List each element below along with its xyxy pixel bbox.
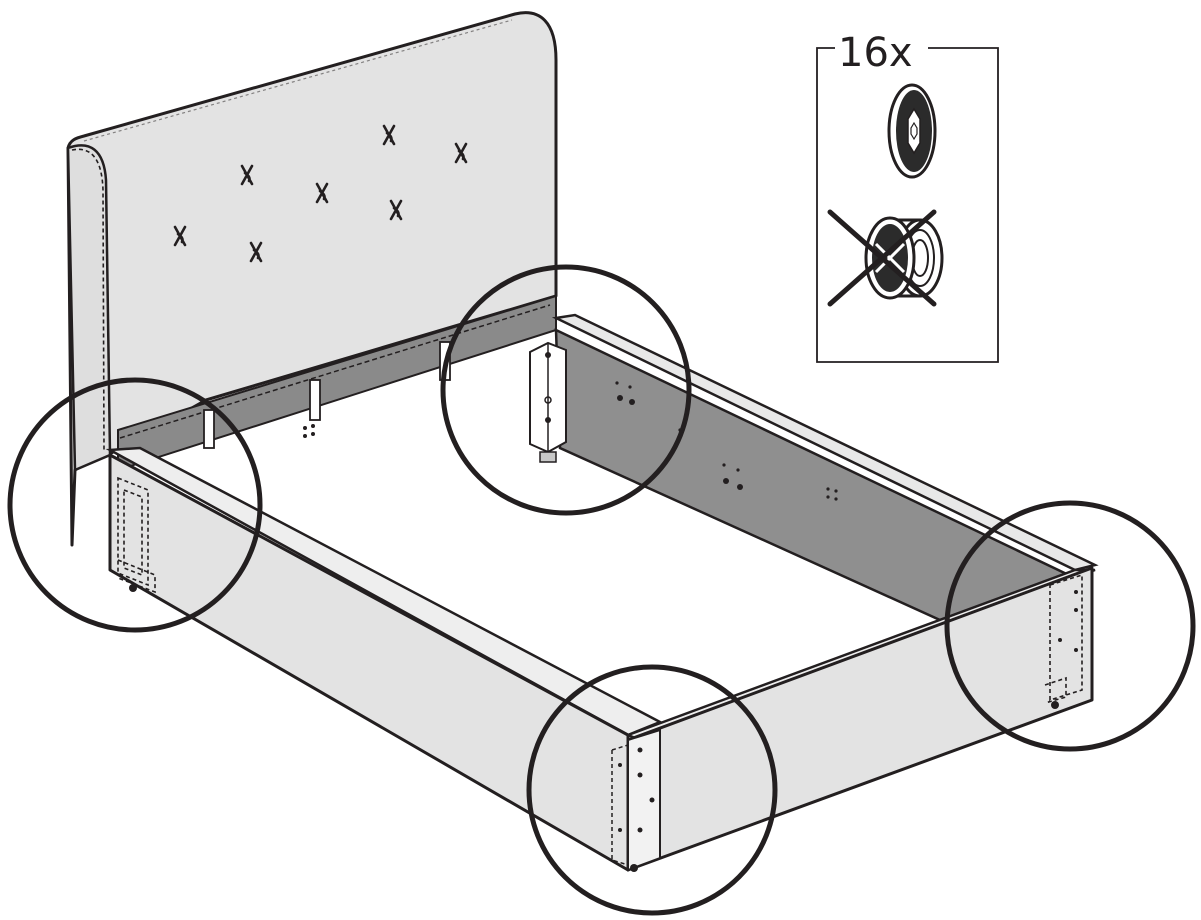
tufting-buttons [173, 124, 468, 263]
left-corner-bracket [117, 476, 156, 594]
tuft-button [389, 199, 403, 221]
back-rail-seam [119, 304, 551, 439]
headboard-seam-top [83, 19, 513, 142]
cam-lock-nut-icon [887, 83, 937, 179]
highlight-circle-back-left [7, 377, 263, 633]
tuft-button [382, 124, 396, 146]
highlight-circle-back-center [440, 264, 692, 516]
left-side-rail [105, 446, 663, 872]
headboard-seam [71, 148, 105, 451]
foot-rail [611, 566, 1096, 872]
tuft-button [240, 164, 254, 186]
headboard [66, 11, 558, 547]
center-leg-bracket [529, 341, 567, 463]
cross-out-mark [827, 209, 937, 307]
quantity-label: 16x [838, 30, 913, 76]
highlight-circle-front-left [526, 664, 778, 916]
right-rail-holes [615, 381, 838, 501]
rail-holes [303, 424, 315, 438]
tuft-button [249, 241, 263, 263]
parts-box: 16x [816, 30, 999, 363]
highlight-circle-front-right [944, 500, 1196, 752]
tuft-button [173, 225, 187, 247]
front-right-bracket-holes [1051, 590, 1078, 709]
front-left-corner-bracket [611, 728, 661, 872]
front-right-corner-bracket [1044, 573, 1083, 704]
cross-dowel-crossed-out-icon [827, 209, 944, 307]
tuft-button [315, 182, 329, 204]
callout-circles [7, 264, 1196, 916]
frame-inner-floor [262, 440, 940, 730]
tuft-button [454, 142, 468, 164]
headboard-side [66, 144, 112, 472]
parts-box-frame [816, 47, 999, 363]
